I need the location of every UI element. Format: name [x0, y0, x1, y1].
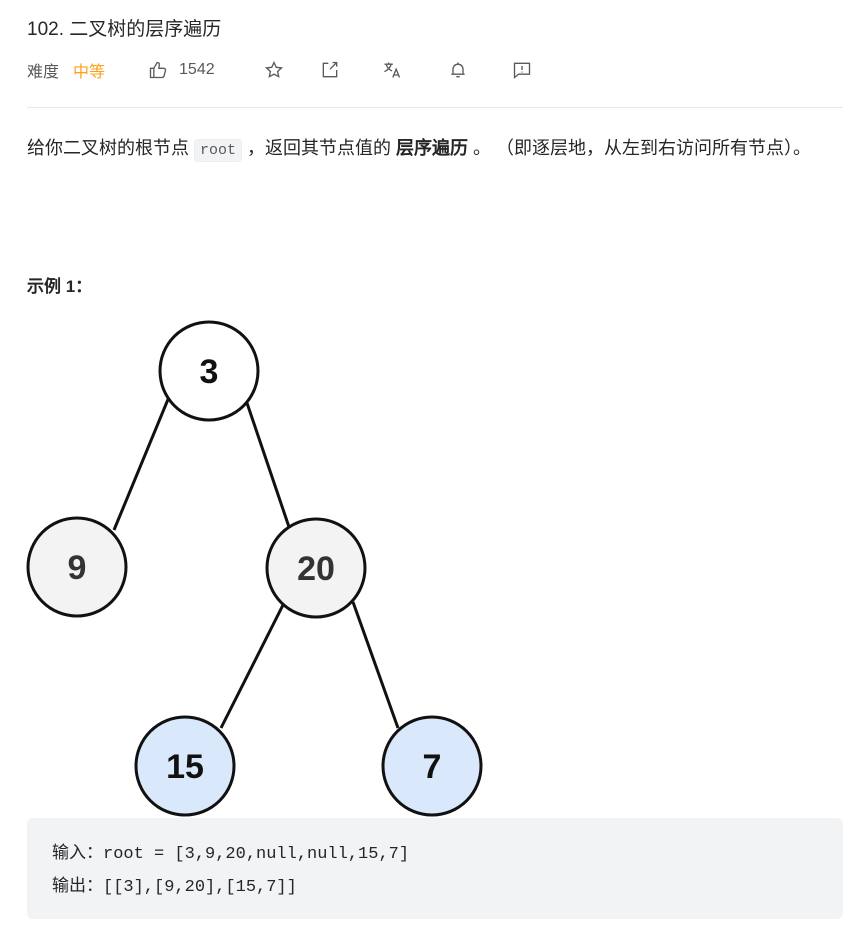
desc-text: 。 （即逐层地，从左到右访问所有节点）。 [468, 138, 812, 158]
desc-text: ，返回其节点值的 [242, 138, 397, 158]
share-icon [322, 61, 337, 78]
difficulty-label: 难度 [27, 64, 60, 81]
problem-meta: 难度 中等 1542 [27, 58, 533, 82]
tree-node [134, 715, 236, 817]
tree-node [381, 715, 483, 817]
tree-edge [351, 601, 400, 729]
problem-description: 给你二叉树的根节点 root ，返回其节点值的 层序遍历 。 （即逐层地，从左到… [27, 132, 847, 167]
like-count: 1542 [179, 61, 215, 78]
tree-edge [245, 402, 291, 528]
example-output: 输出：[[3],[9,20],[15,7]] [52, 878, 297, 897]
translate-button[interactable] [381, 59, 403, 81]
like-button[interactable] [147, 59, 169, 81]
desc-bold: 层序遍历 [396, 138, 469, 158]
share-button[interactable] [319, 59, 341, 81]
example-block: 输入：root = [3,9,20,null,null,15,7] 输出：[[3… [27, 818, 843, 919]
node-label: 9 [68, 549, 87, 587]
thumbs-up-icon [149, 61, 167, 79]
tree-node [265, 517, 367, 619]
example-input: 输入：root = [3,9,20,null,null,15,7] [52, 845, 410, 864]
star-icon [264, 60, 283, 78]
notify-button[interactable] [447, 59, 469, 81]
feedback-button[interactable] [511, 59, 533, 81]
example-title: 示例 1： [27, 277, 93, 296]
node-label: 15 [166, 748, 204, 786]
desc-text: 给你二叉树的根节点 [27, 138, 195, 158]
tree-edge [112, 379, 178, 531]
inline-code: root [194, 139, 243, 162]
binary-tree-diagram: 3 9 20 15 7 [26, 320, 483, 817]
tree-node [158, 320, 260, 422]
bell-icon [450, 62, 465, 78]
difficulty-badge: 中等 [73, 64, 106, 81]
tree-edge [219, 604, 285, 729]
node-label: 20 [297, 550, 335, 588]
node-label: 7 [423, 748, 442, 786]
problem-title: 102. 二叉树的层序遍历 [27, 19, 222, 40]
divider [27, 107, 843, 108]
feedback-icon [513, 62, 530, 79]
tree-node [26, 516, 128, 618]
favorite-button[interactable] [263, 59, 285, 81]
translate-icon [383, 62, 400, 78]
node-label: 3 [200, 353, 219, 391]
